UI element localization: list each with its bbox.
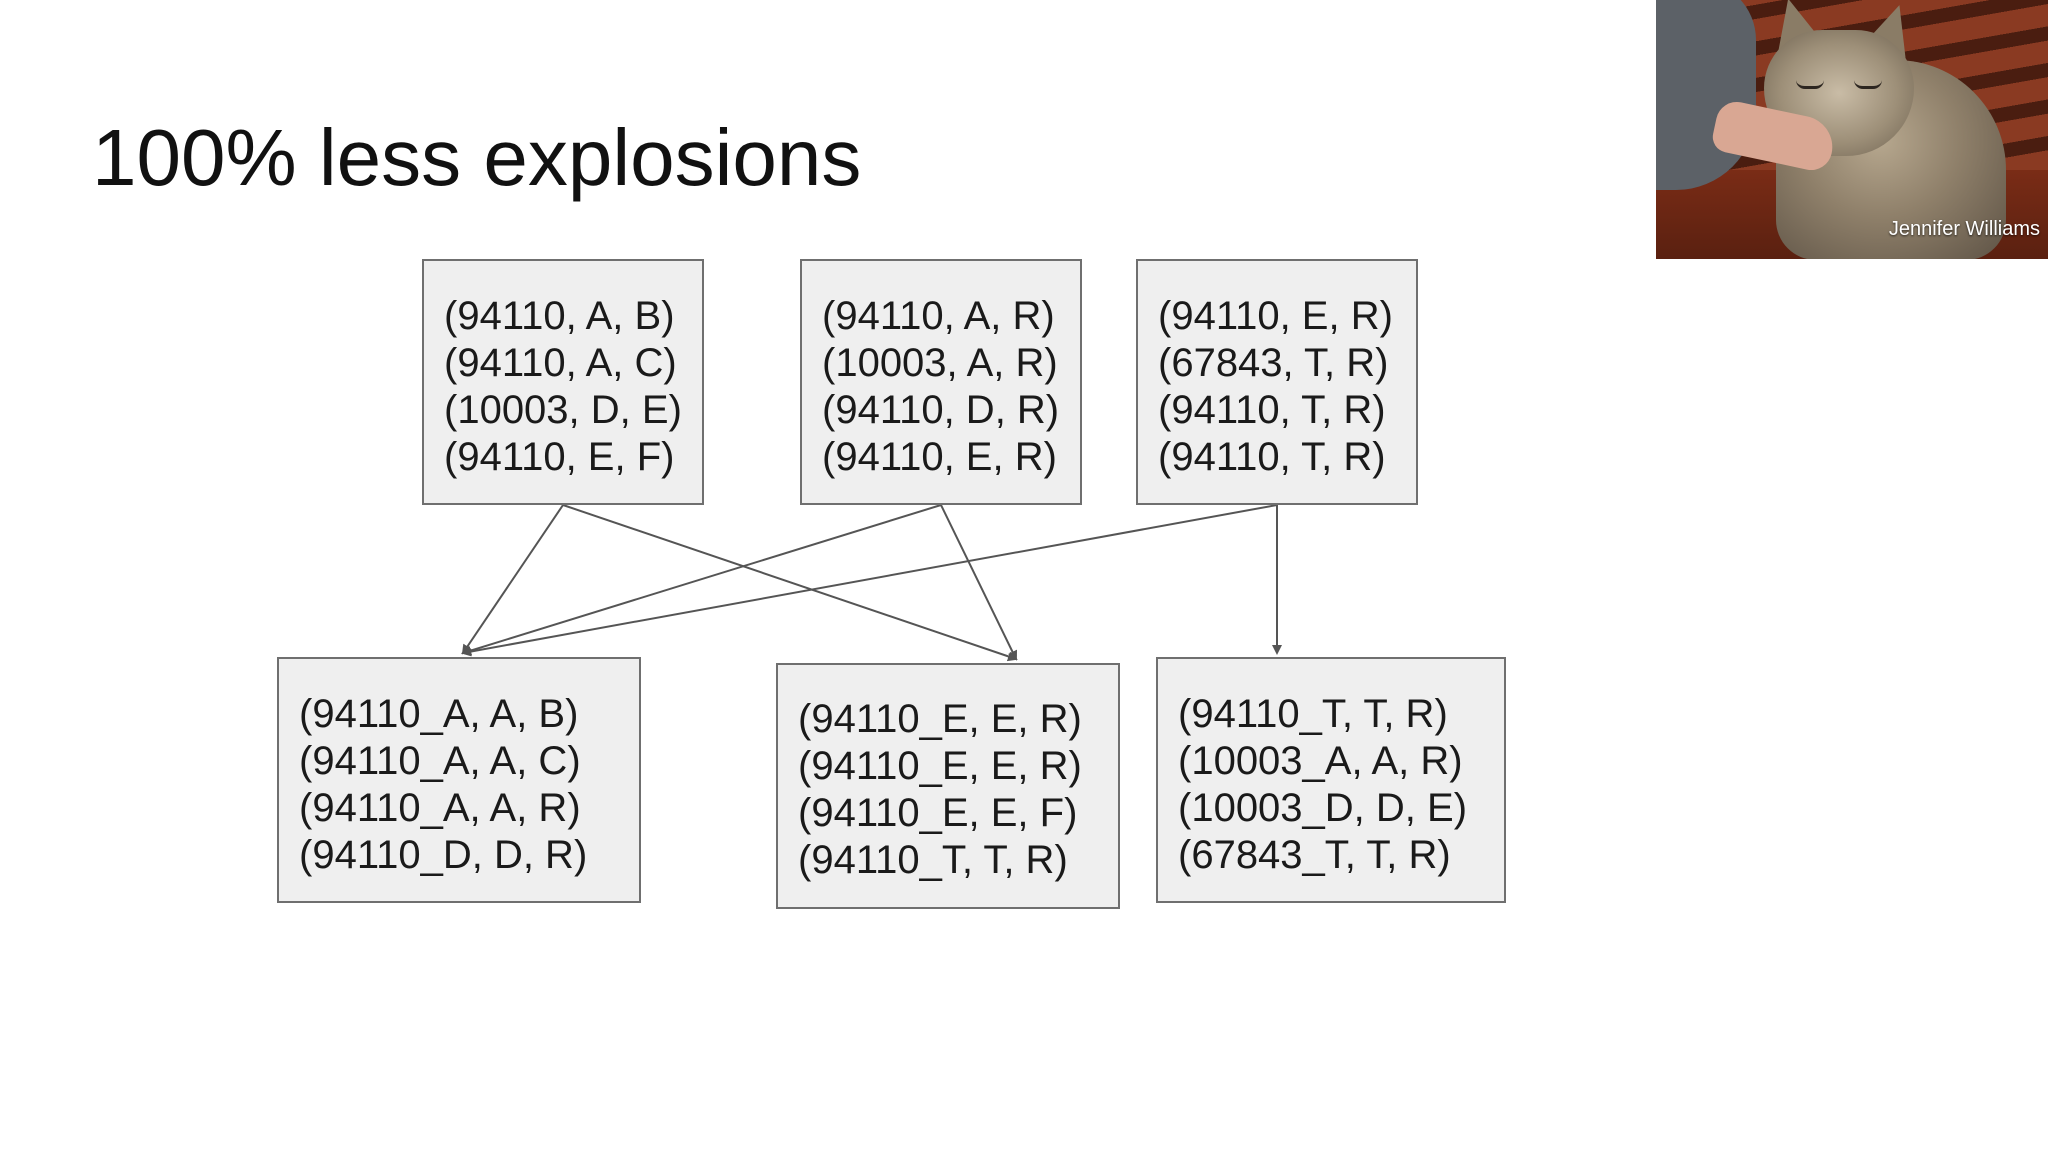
tuple-line: (94110_A, A, C): [299, 739, 581, 783]
edge-top-1-to-bottom-2: [562, 504, 1018, 662]
tuple-line: (94110, D, R): [822, 388, 1060, 432]
slide-title: 100% less explosions: [92, 113, 862, 202]
tuple-line: (67843_T, T, R): [1178, 833, 1451, 877]
participant-video-tile[interactable]: Jennifer Williams: [1656, 0, 2048, 259]
tuple-line: (94110, A, B): [444, 294, 675, 338]
cat-eye-right: [1854, 80, 1882, 89]
tuple-line: (94110_A, A, R): [299, 786, 581, 830]
tuple-line: (94110, T, R): [1158, 435, 1386, 479]
tuple-line: (94110_D, D, R): [299, 833, 588, 877]
tuple-line: (10003, D, E): [444, 388, 682, 432]
top-box-3: (94110, E, R) (67843, T, R) (94110, T, R…: [1136, 259, 1418, 505]
tuple-line: (94110, E, R): [822, 435, 1057, 479]
tuple-line: (10003, A, R): [822, 341, 1058, 385]
tuple-line: (94110, A, R): [822, 294, 1055, 338]
cat-eye-left: [1796, 80, 1824, 89]
top-box-1: (94110, A, B) (94110, A, C) (10003, D, E…: [422, 259, 704, 505]
tuple-line: (94110, A, C): [444, 341, 677, 385]
edge-top-2-to-bottom-1: [461, 504, 942, 656]
tuple-line: (10003_A, A, R): [1178, 739, 1463, 783]
tuple-line: (94110, E, R): [1158, 294, 1393, 338]
tuple-line: (94110_E, E, R): [798, 744, 1082, 788]
tuple-line: (94110, T, R): [1158, 388, 1386, 432]
edge-top-2-to-bottom-2: [940, 504, 1017, 661]
participant-name: Jennifer Williams: [1888, 218, 2040, 240]
tuple-line: (94110_T, T, R): [798, 838, 1068, 882]
bottom-box-1: (94110_A, A, B) (94110_A, A, C) (94110_A…: [277, 657, 641, 903]
bottom-box-3: (94110_T, T, R) (10003_A, A, R) (10003_D…: [1156, 657, 1506, 903]
tuple-line: (10003_D, D, E): [1178, 786, 1468, 830]
edge-top-3-to-bottom-1: [461, 504, 1278, 657]
tuple-line: (94110, E, F): [444, 435, 675, 479]
bottom-box-2: (94110_E, E, R) (94110_E, E, R) (94110_E…: [776, 663, 1120, 909]
tuple-line: (94110_E, E, R): [798, 697, 1082, 741]
tuple-line: (94110_T, T, R): [1178, 692, 1448, 736]
top-box-2: (94110, A, R) (10003, A, R) (94110, D, R…: [800, 259, 1082, 505]
person-arm: [1656, 0, 1756, 190]
tuple-line: (67843, T, R): [1158, 341, 1389, 385]
tuple-line: (94110_E, E, F): [798, 791, 1078, 835]
edge-top-1-to-bottom-1: [461, 504, 564, 655]
tuple-line: (94110_A, A, B): [299, 692, 579, 736]
